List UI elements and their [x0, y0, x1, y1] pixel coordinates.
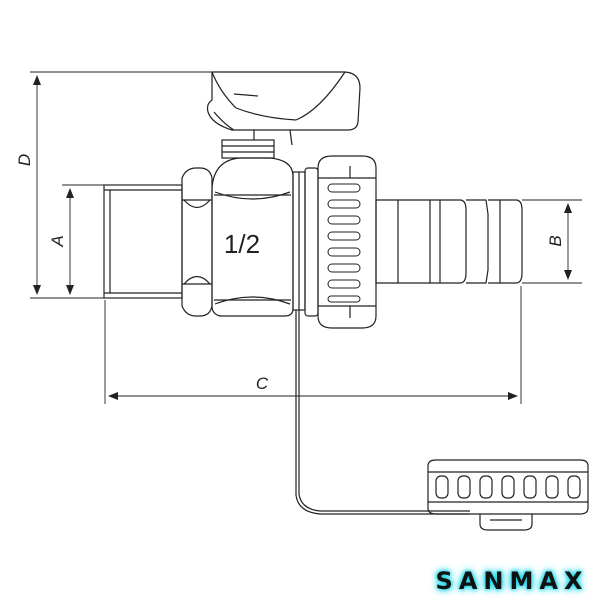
cap-tether: [295, 310, 470, 515]
dimension-label-c: C: [256, 374, 269, 393]
size-marking: 1/2: [224, 229, 260, 259]
valve-stem: [221, 139, 275, 159]
male-thread-end: [103, 184, 183, 299]
retaining-ring: [292, 167, 319, 317]
dimension-label-b: B: [546, 235, 565, 246]
dimension-label-a: A: [48, 235, 67, 247]
hose-barb: [375, 199, 523, 284]
dimension-label-d: D: [15, 154, 34, 166]
brand-name: SANMAX: [435, 567, 589, 595]
brand-logo: SANMAX: [428, 566, 596, 596]
extension-lines: [30, 71, 582, 404]
union-nut: [317, 155, 377, 329]
union-nut-ribs: [327, 183, 361, 303]
hex-nut: [181, 167, 213, 317]
butterfly-handle: [206, 71, 361, 146]
end-cap: [427, 459, 589, 531]
